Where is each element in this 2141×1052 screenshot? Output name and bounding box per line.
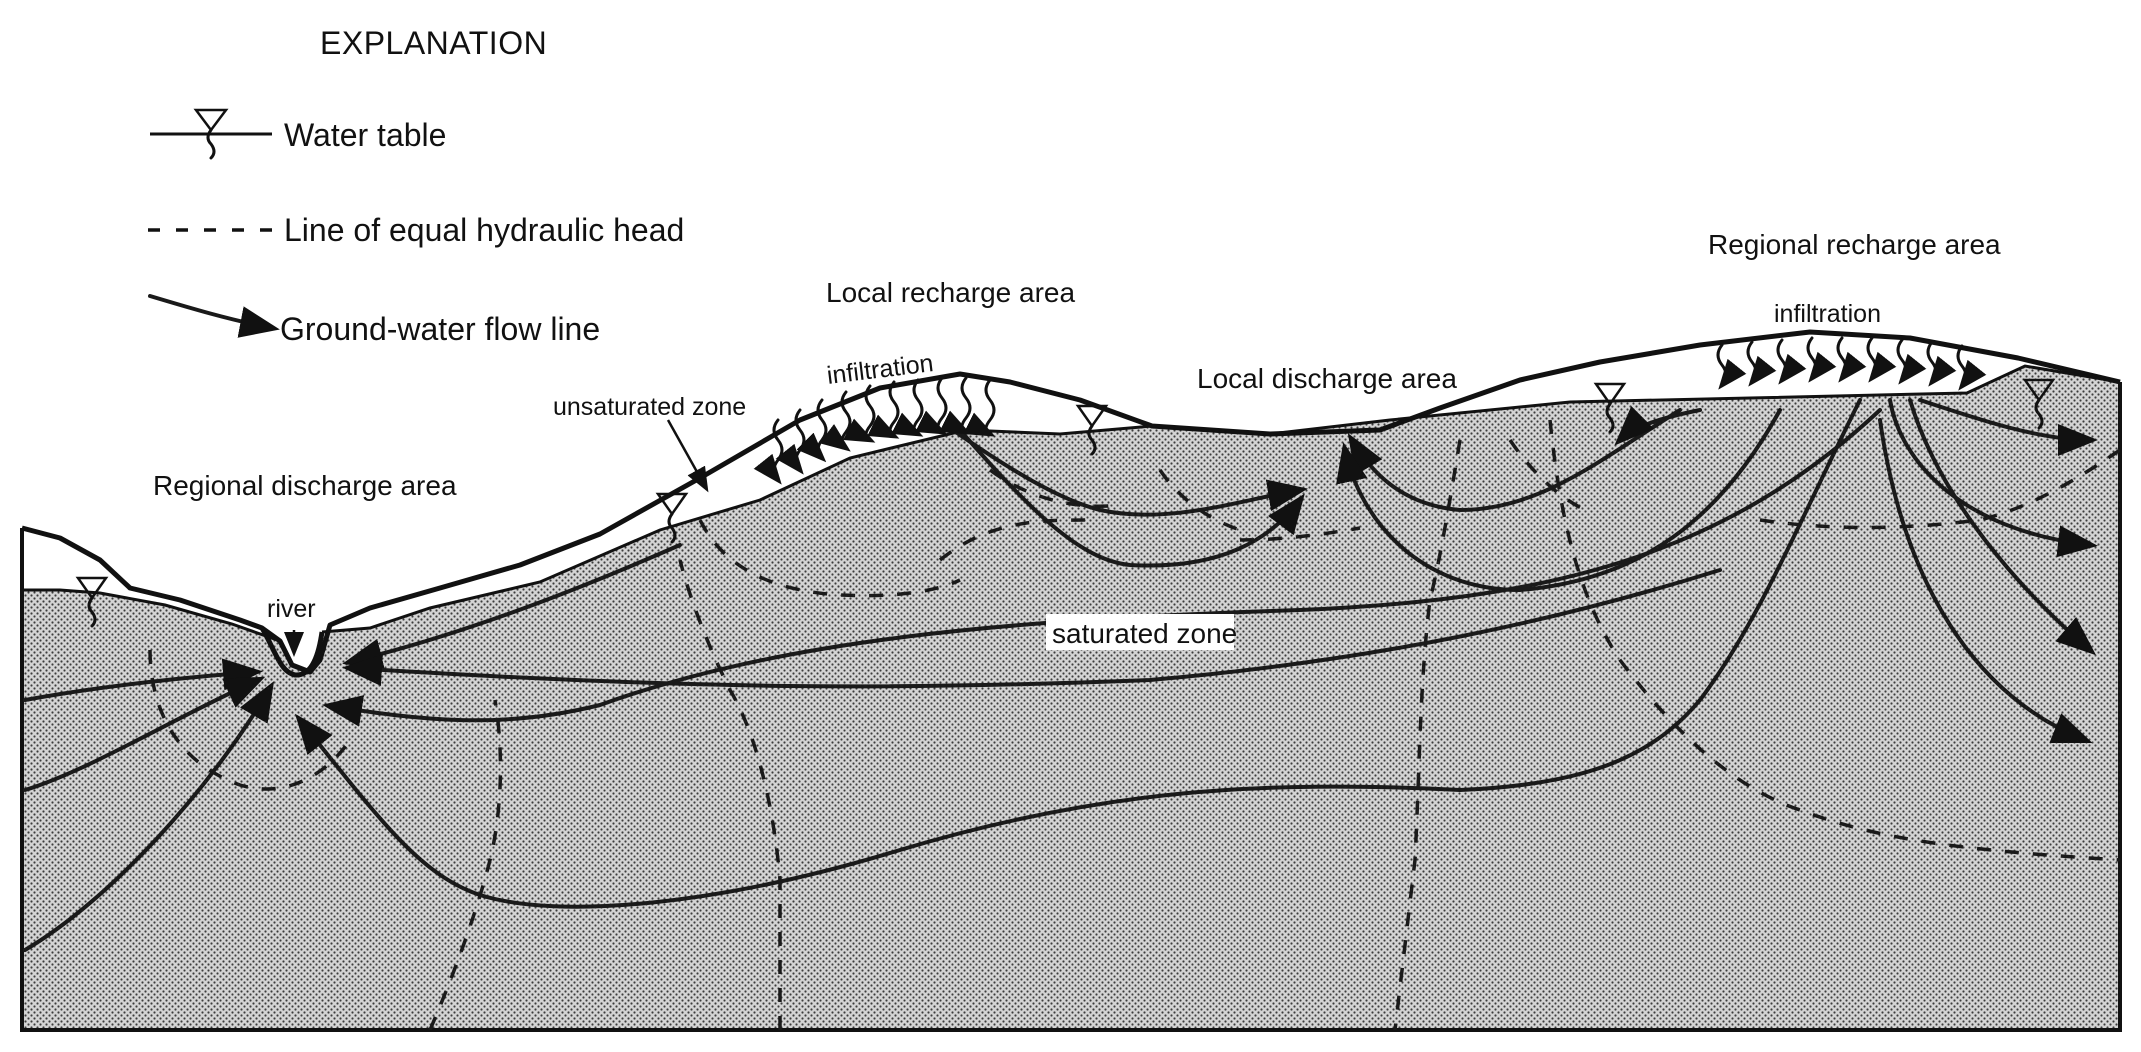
legend: EXPLANATION Water table Line of equal hy… [148,25,684,347]
local-discharge-label: Local discharge area [1197,363,1457,394]
legend-title: EXPLANATION [320,25,547,61]
saturated-zone-label: saturated zone [1052,618,1237,649]
regional-recharge-label: Regional recharge area [1708,229,2001,260]
legend-equal-head-label: Line of equal hydraulic head [284,212,684,248]
regional-discharge-label: Regional discharge area [153,470,457,501]
legend-flow-arrow-symbol [150,296,272,328]
river-label: river [267,595,316,623]
unsaturated-zone-leader [668,420,706,488]
local-recharge-label: Local recharge area [826,277,1075,308]
legend-flow-line-label: Ground-water flow line [280,311,600,347]
unsaturated-zone-label: unsaturated zone [553,393,746,421]
infiltration-regional-label: infiltration [1774,300,1881,328]
legend-water-table-symbol [150,110,272,158]
saturated-ground [22,366,2120,1030]
legend-water-table-label: Water table [284,117,446,153]
